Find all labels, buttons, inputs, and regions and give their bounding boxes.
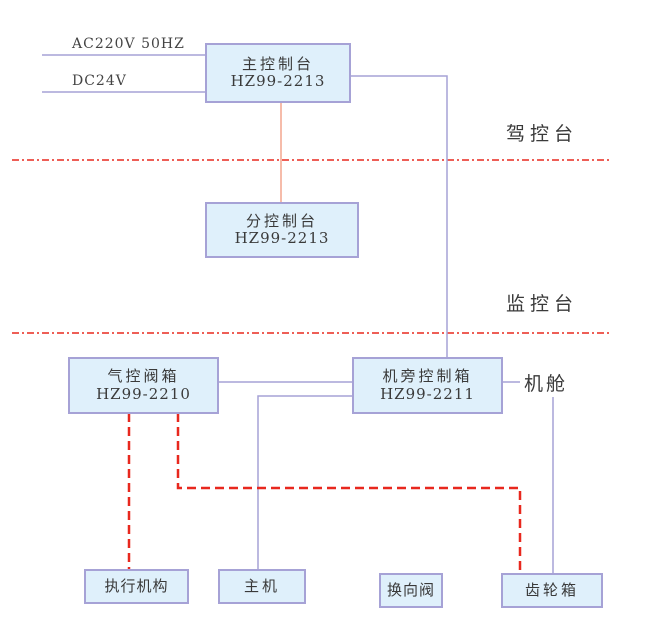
pneumatic-line-to-gearbox <box>176 413 522 573</box>
node-pneumatic-valve-box[interactable]: 气控阀箱 HZ99-2210 <box>68 357 219 414</box>
node-model: HZ99-2213 <box>230 72 326 90</box>
node-name: 执行机构 <box>104 576 169 595</box>
edge-local-to-engine <box>257 395 352 569</box>
node-name: 气控阀箱 <box>107 367 180 386</box>
node-name: 齿轮箱 <box>524 580 579 599</box>
node-model: HZ99-2211 <box>380 384 475 403</box>
zone-label-engine-room: 机舱 <box>524 373 569 395</box>
node-name: 主机 <box>243 576 280 595</box>
node-model: HZ99-2210 <box>96 384 191 403</box>
power-input-dc-label: DC24V <box>72 73 127 89</box>
node-name: 换向阀 <box>386 580 435 599</box>
node-name: 主控制台 <box>241 54 314 73</box>
edge-main-to-local <box>350 75 448 357</box>
zone-label-bridge: 驾控台 <box>506 123 579 145</box>
node-name: 分控制台 <box>245 211 318 230</box>
node-reversing-valve[interactable]: 换向阀 <box>379 573 443 608</box>
node-main-console[interactable]: 主控制台 HZ99-2213 <box>205 43 351 103</box>
node-name: 机旁控制箱 <box>382 367 473 386</box>
power-input-ac-label: AC220V 50HZ <box>72 36 185 52</box>
node-local-control-box[interactable]: 机旁控制箱 HZ99-2211 <box>352 357 503 414</box>
node-model: HZ99-2213 <box>234 229 330 247</box>
node-actuator[interactable]: 执行机构 <box>84 569 189 604</box>
zone-label-monitor: 监控台 <box>506 293 579 315</box>
node-main-engine[interactable]: 主机 <box>218 569 306 604</box>
node-gearbox[interactable]: 齿轮箱 <box>501 573 603 608</box>
node-sub-console[interactable]: 分控制台 HZ99-2213 <box>205 202 359 258</box>
